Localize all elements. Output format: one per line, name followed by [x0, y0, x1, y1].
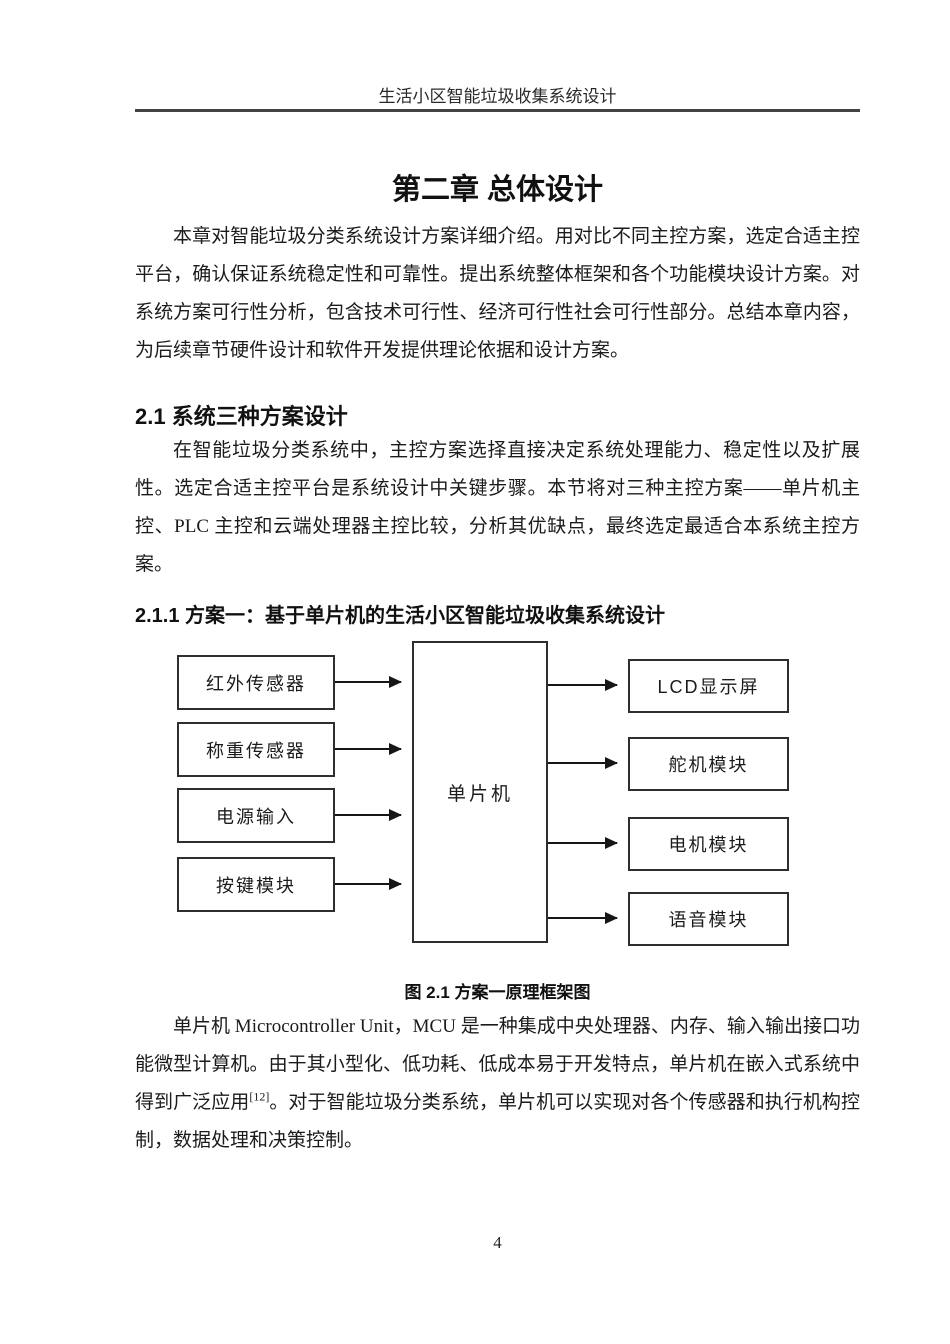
diagram-node-button-module: 按键模块 — [177, 857, 335, 912]
mcu-description-paragraph: 单片机 Microcontroller Unit，MCU 是一种集成中央处理器、… — [135, 1008, 860, 1160]
diagram-node-infrared-sensor: 红外传感器 — [177, 655, 335, 710]
figure-2-1-block-diagram: 红外传感器 称重传感器 电源输入 按键模块 单片机 LCD显示屏 舵机模块 电机… — [135, 640, 860, 946]
arrow-infrared-to-mcu — [335, 676, 402, 688]
arrow-power-to-mcu — [335, 809, 402, 821]
figure-caption: 图 2.1 方案一原理框架图 — [404, 983, 591, 1002]
diagram-node-weight-sensor: 称重传感器 — [177, 722, 335, 777]
diagram-node-servo-module: 舵机模块 — [628, 737, 789, 791]
running-header: 生活小区智能垃圾收集系统设计 — [378, 87, 617, 106]
arrow-mcu-to-servo — [548, 757, 618, 769]
section-2-1-paragraph: 在智能垃圾分类系统中，主控方案选择直接决定系统处理能力、稳定性以及扩展性。选定合… — [135, 440, 860, 575]
arrow-button-to-mcu — [335, 878, 402, 890]
mcu-paragraph-text-after-citation: 。对于智能垃圾分类系统，单片机可以实现对各个传感器和执行机构控制，数据处理和决策… — [135, 1092, 860, 1151]
citation-reference-12: [12] — [249, 1089, 270, 1104]
section-2-1-heading: 2.1 系统三种方案设计 — [135, 404, 348, 430]
chapter-intro-paragraph: 本章对智能垃圾分类系统设计方案详细介绍。用对比不同主控方案，选定合适主控平台，确… — [135, 226, 860, 361]
diagram-node-mcu: 单片机 — [412, 641, 548, 943]
header-rule — [135, 109, 860, 112]
diagram-node-power-input: 电源输入 — [177, 788, 335, 843]
arrow-weight-to-mcu — [335, 743, 402, 755]
arrow-mcu-to-motor — [548, 837, 618, 849]
diagram-node-lcd-display: LCD显示屏 — [628, 659, 789, 713]
page-number: 4 — [493, 1233, 502, 1252]
arrow-mcu-to-lcd — [548, 679, 618, 691]
chapter-title: 第二章 总体设计 — [391, 174, 604, 207]
diagram-node-motor-module: 电机模块 — [628, 817, 789, 871]
mcu-paragraph-text-before-citation: 单片机 Microcontroller Unit，MCU 是一种集成中央处理器、… — [135, 1016, 860, 1113]
arrow-mcu-to-voice — [548, 912, 618, 924]
diagram-node-voice-module: 语音模块 — [628, 892, 789, 946]
section-2-1-1-heading: 2.1.1 方案一：基于单片机的生活小区智能垃圾收集系统设计 — [135, 605, 666, 627]
